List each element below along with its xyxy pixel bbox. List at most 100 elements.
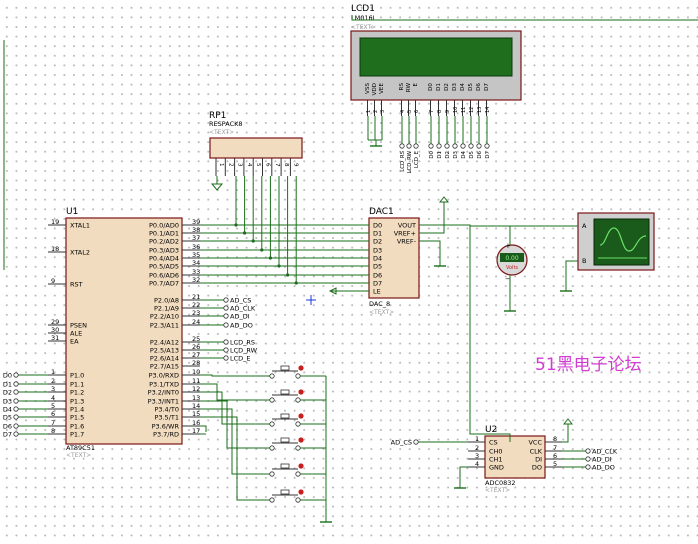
dac-vout-wire	[419, 224, 578, 227]
lcd-net-terminal	[484, 143, 490, 149]
voltmeter-plus: +	[505, 242, 511, 250]
mcu-pin-num: 30	[51, 326, 59, 334]
mcu-net-p1-d2-terminal	[13, 389, 19, 395]
adc-net-ad-di: AD_DI	[592, 456, 612, 464]
button-terminal	[295, 445, 301, 451]
lcd-pin-e: E	[413, 83, 419, 87]
mcu-pin-p15: P1.5	[70, 414, 84, 422]
mcu-pin-num: 33	[192, 268, 200, 276]
p3-button-wire-4	[200, 408, 270, 475]
mcu-pin-p30rxd: P3.0/RXD	[149, 372, 179, 380]
voltmeter-component[interactable]: 0.00 Volts + −	[496, 242, 528, 283]
mcu-pin-p00ad0: P0.0/AD0	[149, 222, 179, 230]
lcd-pin-num: 10	[453, 107, 459, 113]
lcd-component[interactable]: LCD1 LM016L <TEXT> VSS1VDD2VEE3RS4RW5E6D…	[350, 4, 522, 116]
dac-ref: DAC1	[369, 207, 394, 217]
mcu-net-p1-d6: D6	[3, 423, 12, 431]
dac-vout-to-adc	[469, 226, 511, 442]
lcd-net-d5: D5	[469, 151, 475, 159]
mcu-net-ad-do: AD_DO	[230, 322, 253, 330]
watermark-text: 51黑电子论坛	[535, 355, 642, 375]
mcu-pin-p36wr: P3.6/WR	[152, 423, 180, 431]
mcu-net-p1-d7: D7	[3, 431, 12, 439]
mcu-net-p1-d0-terminal	[13, 372, 19, 378]
mcu-net-ad-di-terminal	[223, 313, 229, 319]
mcu-pin-xtal1: XTAL1	[70, 222, 90, 230]
button-terminal	[269, 421, 275, 427]
mcu-pin-num: 14	[192, 402, 200, 410]
button-terminal	[295, 471, 301, 477]
lcd-net-terminal	[444, 143, 450, 149]
mcu-pin-p20a8: P2.0/A8	[154, 297, 179, 305]
mcu-pin-p05ad5: P0.5/AD5	[149, 263, 179, 271]
mcu-pin-num: 9	[51, 277, 55, 285]
rp-pin-8: 8	[283, 163, 289, 167]
adc-pin-num: 7	[553, 444, 557, 452]
oscilloscope-component[interactable]: A B	[577, 212, 655, 271]
voltmeter-display	[500, 253, 524, 262]
button-cap	[280, 365, 290, 371]
rp-model: RESPACK8	[209, 120, 243, 128]
lcd-ref: LCD1	[351, 4, 375, 14]
push-button-5[interactable]	[269, 463, 304, 477]
dac-model: DAC_8	[369, 300, 390, 308]
mcu-net-lcd-rs: LCD_RS	[230, 339, 255, 347]
lcd-net-terminal	[460, 143, 466, 149]
mcu-pin-num: 15	[192, 410, 200, 418]
mcu-pin-p21a9: P2.1/A9	[154, 305, 179, 313]
button-state-led	[298, 437, 304, 443]
adc-pin-num: 6	[553, 452, 557, 460]
lcd-pin-d3: D3	[452, 83, 458, 91]
mcu-pin-num: 22	[192, 301, 200, 309]
lcd-pin-num: 14	[485, 107, 491, 113]
adc-net-ad-clk-terminal	[585, 448, 591, 454]
lcd-pin-num: 8	[437, 110, 443, 113]
lcd-net-terminal	[476, 143, 482, 149]
button-terminal	[295, 497, 301, 503]
push-button-3[interactable]	[269, 413, 304, 427]
lcd-pin-num: 11	[461, 107, 467, 113]
mcu-pin-num: 1	[51, 368, 55, 376]
dac-pin-d3: D3	[373, 247, 382, 255]
adc-pin-clk: CLK	[530, 448, 543, 456]
mcu-pin-num: 27	[192, 351, 200, 359]
button-terminal	[269, 373, 275, 379]
lcd-net-terminal	[428, 143, 434, 149]
dac-component[interactable]: DAC1 DAC_8 <TEXT> D0D1D2D3D4D5D6D7LEVOUT…	[368, 207, 420, 316]
rp-pin-1: 1	[218, 163, 224, 167]
mcu-pin-p06ad6: P0.6/AD6	[149, 272, 179, 280]
mcu-net-ad-clk-terminal	[223, 305, 229, 311]
push-button-6[interactable]	[269, 489, 304, 503]
mcu-pin-p37rd: P3.7/RD	[153, 431, 179, 439]
lcd-net-terminal	[468, 143, 474, 149]
push-button-2[interactable]	[269, 389, 304, 403]
rp-common-arrow	[210, 183, 224, 191]
push-button-1[interactable]	[269, 365, 304, 379]
dac-pin-d2: D2	[373, 238, 382, 246]
adc-pin-di: DI	[535, 456, 542, 464]
rp-ref: RP1	[209, 111, 226, 121]
mcu-pin-rst: RST	[70, 281, 83, 289]
lcd-pin-num: 12	[469, 107, 475, 113]
lcd-text-tag: <TEXT>	[351, 24, 376, 31]
mcu-pin-p25a13: P2.5/A13	[150, 347, 179, 355]
adc-pin-num: 4	[475, 460, 479, 468]
mcu-net-p1-d5-terminal	[13, 414, 19, 420]
p3-button-wire-0	[200, 374, 270, 377]
dac-text-tag: <TEXT>	[369, 309, 394, 316]
mcu-net-lcd-e: LCD_E	[230, 355, 251, 363]
mcu-net-p1-d4: D4	[3, 406, 12, 414]
push-button-4[interactable]	[269, 437, 304, 451]
mcu-model: AT89C51	[66, 444, 95, 452]
rp-body	[209, 137, 303, 159]
mcu-pin-p26a14: P2.6/A14	[150, 355, 179, 363]
adc-pin-num: 1	[475, 435, 479, 443]
adc-ref: U2	[485, 425, 497, 435]
lcd-pin-num: 6	[414, 110, 420, 113]
mcu-pin-num: 6	[51, 410, 55, 418]
voltmeter-reading: 0.00	[505, 255, 519, 262]
